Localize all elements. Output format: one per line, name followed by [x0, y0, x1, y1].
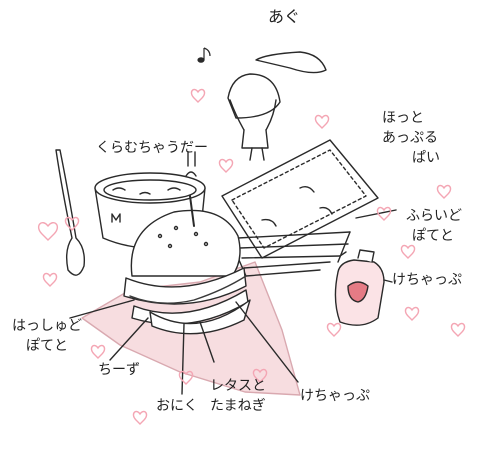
hot-apple-pie	[221, 139, 379, 259]
heart-icon	[178, 370, 194, 385]
ketchup-sauce-label: けちゃっぷ	[300, 388, 370, 404]
heart-icon	[400, 244, 416, 259]
music-note-icon	[197, 47, 211, 63]
cheese-label: ちーず	[98, 362, 140, 378]
ketchup-bottle-label: けちゃっぷ	[392, 272, 462, 288]
heart-icon	[218, 158, 234, 173]
sound-effect-label: あぐ	[268, 7, 301, 26]
lettuce-onion-label-1: レタスと	[210, 378, 266, 394]
heart-icon	[404, 306, 420, 321]
ketchup-bottle	[334, 249, 385, 326]
hamburger	[123, 195, 251, 335]
heart-icon	[436, 184, 452, 199]
heart-icon	[450, 322, 466, 337]
french-fries-label-2: ぽてと	[412, 228, 454, 244]
heart-icon	[90, 344, 106, 359]
heart-icon	[326, 322, 342, 337]
lettuce-onion-label-2: たまねぎ	[210, 398, 266, 414]
heart-icon	[64, 216, 80, 231]
heart-icon	[314, 114, 330, 129]
hot-apple-pie-label-3: ぱい	[412, 150, 440, 166]
heart-icon	[132, 410, 148, 425]
leader-lines	[69, 209, 397, 395]
hot-apple-pie-label-2: あっぷる	[382, 130, 438, 146]
girl-character	[227, 51, 327, 161]
hash-brown-label-2: ぽてと	[26, 338, 68, 354]
spoon	[55, 149, 86, 276]
heart-icon	[252, 368, 268, 383]
hot-apple-pie-label-1: ほっと	[382, 110, 424, 126]
french-fries-label-1: ふらいど	[406, 208, 462, 224]
heart-icon	[38, 222, 58, 241]
clam-chowder-label: くらむちゃうだー	[96, 140, 208, 156]
meat-label: おにく	[156, 398, 198, 414]
heart-icon	[190, 88, 206, 103]
heart-icon	[376, 206, 392, 221]
hash-brown-label-1: はっしゅど	[12, 318, 82, 334]
heart-icon	[42, 272, 58, 287]
